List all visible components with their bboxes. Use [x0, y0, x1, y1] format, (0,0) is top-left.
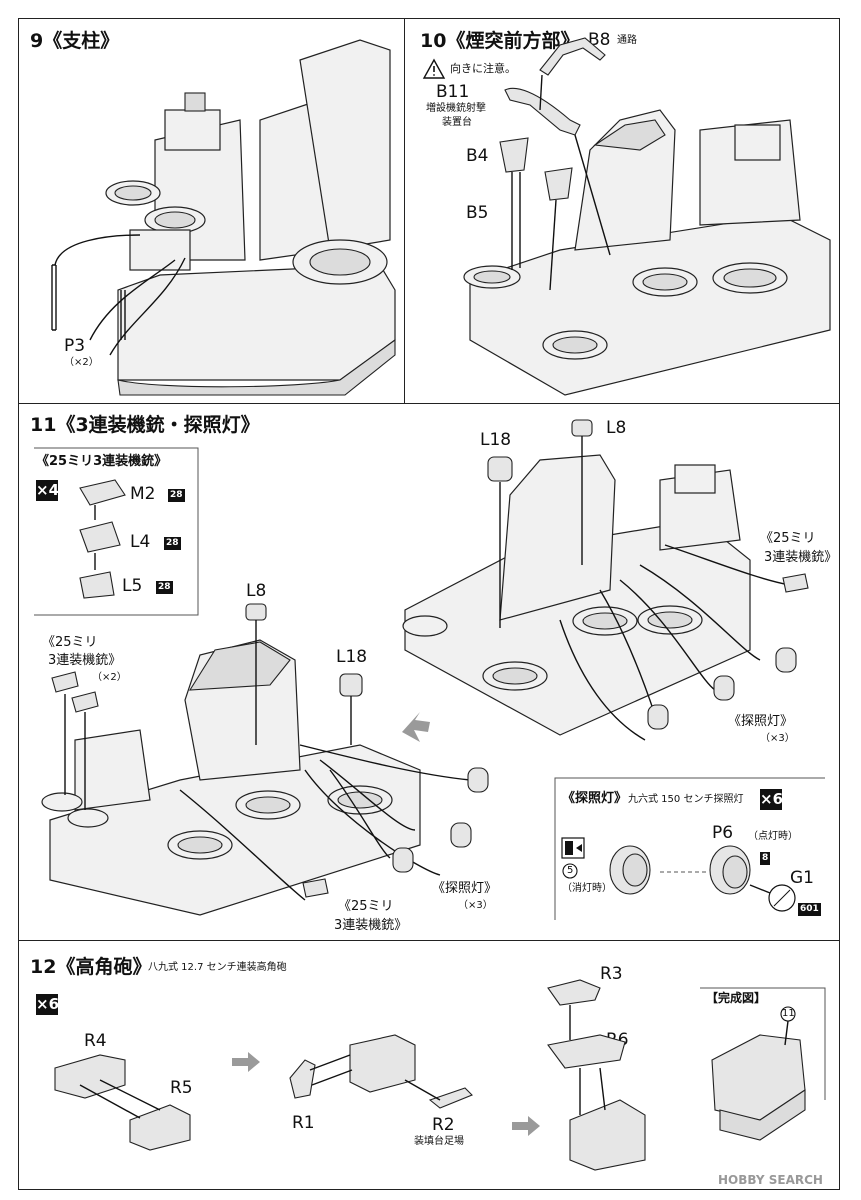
- l18-label-left: L18: [336, 647, 368, 667]
- step10-part-b8: B8: [588, 30, 611, 50]
- step11-title: 11《3連装機銃・探照灯》: [30, 414, 260, 436]
- searchlight-right-qty: （×3）: [760, 733, 795, 744]
- ha-part-r2: R2: [432, 1115, 455, 1135]
- step10-part-b4: B4: [466, 146, 489, 166]
- step10-part-b5: B5: [466, 203, 489, 223]
- aa-right-label-2: 3連装機銃》: [764, 550, 838, 565]
- ha-part-r3: R3: [600, 964, 623, 984]
- searchlight-quantity-badge: ×6: [760, 789, 784, 810]
- ha-part-r4: R4: [84, 1031, 107, 1051]
- searchlight-bottom-label: 《探照灯》: [432, 881, 498, 896]
- step12-subtitle: 八九式 12.7 センチ連装高角砲: [148, 962, 287, 973]
- circle-eleven: 11: [782, 1008, 795, 1019]
- step12-panel: [18, 940, 840, 1190]
- step10-b11-note1: 増設機銃射撃: [426, 103, 486, 114]
- aa-part-l4: L4: [130, 532, 151, 552]
- searchlight-bottom-qty: （×3）: [458, 900, 493, 911]
- searchlight-right-label: 《探照灯》: [728, 714, 794, 729]
- step9-title: 9《支柱》: [30, 30, 120, 52]
- flip-over-icon: [561, 837, 585, 859]
- aa-left-qty: （×2）: [92, 672, 127, 683]
- step10-part-b11: B11: [436, 82, 470, 102]
- searchlight-inset-title: 《探照灯》: [562, 791, 628, 806]
- ha-part-r1: R1: [292, 1113, 315, 1133]
- l4-color-badge: 28: [164, 537, 181, 550]
- m2-color-badge: 28: [168, 489, 185, 502]
- l8-label-top: L8: [606, 418, 627, 438]
- ha-part-r5: R5: [170, 1078, 193, 1098]
- step10-b11-note2: 装置台: [442, 117, 472, 128]
- step10-caution: 向きに注意。: [450, 62, 516, 75]
- complete-view-title: 【完成図】: [706, 991, 767, 1005]
- circle-five: 5: [567, 865, 574, 876]
- ha-gun-quantity-badge: ×6: [36, 994, 60, 1015]
- aa-left-label-1: 《25ミリ: [42, 635, 98, 650]
- searchlight-inset-subtitle: 九六式 150 センチ探照灯: [628, 794, 744, 805]
- searchlight-off-note: （消灯時）: [562, 883, 612, 894]
- searchlight-part-g1: G1: [790, 868, 814, 888]
- g1-color-badge: 601: [798, 903, 821, 916]
- l18-label-top: L18: [480, 430, 512, 450]
- l8-label-left: L8: [246, 581, 267, 601]
- searchlight-part-p6: P6: [712, 823, 734, 843]
- aa-part-l5: L5: [122, 576, 143, 596]
- p6-lit-note: （点灯時）: [748, 831, 798, 842]
- step9-part-p3: P3: [64, 336, 86, 356]
- aa-part-m2: M2: [130, 484, 156, 504]
- step10-title: 10《煙突前方部》: [420, 30, 580, 52]
- step9-qty: （×2）: [64, 357, 99, 368]
- l5-color-badge: 28: [156, 581, 173, 594]
- r2-note: 装填台足場: [414, 1136, 464, 1147]
- p6-color-badge: 8: [760, 852, 771, 865]
- aa-inset-title: 《25ミリ3連装機銃》: [36, 454, 168, 469]
- aa-quantity-badge: ×4: [36, 480, 60, 501]
- aa-bottom-label-2: 3連装機銃》: [334, 918, 408, 933]
- aa-left-label-2: 3連装機銃》: [48, 653, 122, 668]
- aa-right-label-1: 《25ミリ: [760, 531, 816, 546]
- step12-title: 12《高角砲》: [30, 956, 152, 978]
- aa-bottom-label-1: 《25ミリ: [338, 899, 394, 914]
- watermark: HOBBY SEARCH: [718, 1173, 823, 1187]
- step10-b8-note: 通路: [617, 35, 637, 46]
